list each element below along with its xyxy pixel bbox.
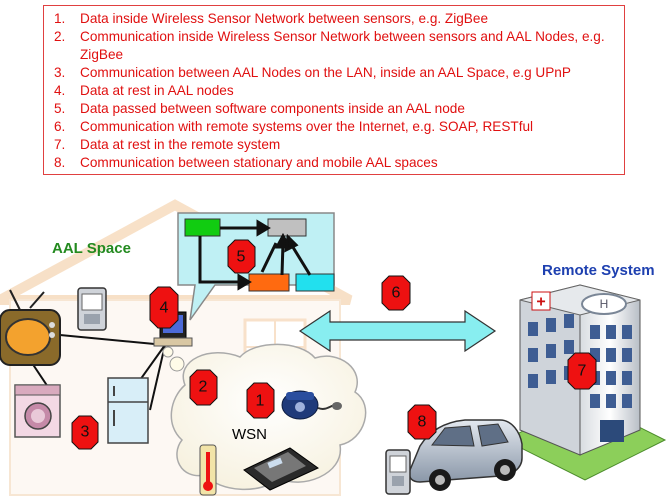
badge-2-number: 2 (199, 379, 208, 396)
badge-4: 4 (149, 286, 179, 329)
legend-number: 3. (54, 65, 66, 80)
badge-3: 3 (71, 415, 99, 450)
component-green (184, 218, 221, 237)
legend-text: Communication between AAL Nodes on the L… (80, 65, 571, 80)
thermometer-icon (199, 444, 217, 496)
badge-5-number: 5 (237, 249, 246, 266)
svg-text:+: + (536, 294, 545, 311)
tv-icon (0, 289, 61, 366)
washing-machine-icon (14, 384, 61, 438)
badge-8-number: 8 (418, 414, 427, 431)
badge-7: 7 (567, 352, 597, 390)
legend-box: 1. Data inside Wireless Sensor Network be… (43, 5, 625, 175)
fridge-icon (107, 377, 149, 444)
legend-item-6: 6. Communication with remote systems over… (54, 118, 616, 136)
component-cyan (295, 273, 335, 292)
legend-number: 2. (54, 29, 66, 44)
legend-number: 6. (54, 119, 66, 134)
legend-text: Data at rest in AAL nodes (80, 83, 234, 98)
remote-system-hospital-icon: H + (503, 284, 667, 481)
badge-7-number: 7 (578, 363, 587, 380)
wsn-label: WSN (232, 426, 267, 443)
legend-text: Communication between stationary and mob… (80, 155, 438, 170)
badge-3-number: 3 (81, 424, 90, 441)
legend-item-5: 5. Data passed between software component… (54, 100, 616, 118)
legend-number: 7. (54, 137, 66, 152)
legend-text: Data passed between software components … (80, 101, 465, 116)
legend-item-1: 1. Data inside Wireless Sensor Network be… (54, 10, 616, 28)
legend-item-8: 8. Communication between stationary and m… (54, 154, 616, 172)
badge-4-number: 4 (160, 300, 169, 317)
remote-system-label: Remote System (542, 262, 655, 279)
badge-5: 5 (227, 239, 256, 274)
legend-item-4: 4. Data at rest in AAL nodes (54, 82, 616, 100)
component-orange (248, 273, 290, 292)
software-components-callout (177, 212, 335, 321)
legend-list: 1. Data inside Wireless Sensor Network be… (54, 10, 616, 172)
car-icon (408, 419, 523, 491)
bathroom-scale-icon (243, 447, 319, 491)
internet-double-arrow (298, 309, 497, 353)
legend-item-7: 7. Data at rest in the remote system (54, 136, 616, 154)
legend-number: 5. (54, 101, 66, 116)
badge-1-number: 1 (256, 393, 265, 410)
legend-text: Communication inside Wireless Sensor Net… (80, 29, 605, 62)
legend-item-3: 3. Communication between AAL Nodes on the… (54, 64, 616, 82)
pda-icon (77, 287, 107, 331)
mobile-pda-icon (385, 449, 411, 495)
badge-1: 1 (246, 382, 275, 419)
cloud-connector-bubbles (162, 346, 185, 372)
badge-8: 8 (407, 404, 437, 440)
badge-6: 6 (381, 275, 411, 311)
legend-number: 8. (54, 155, 66, 170)
legend-text: Communication with remote systems over t… (80, 119, 534, 134)
legend-text: Data at rest in the remote system (80, 137, 281, 152)
legend-text: Data inside Wireless Sensor Network betw… (80, 11, 488, 26)
legend-item-2: 2. Communication inside Wireless Sensor N… (54, 28, 616, 64)
legend-number: 4. (54, 83, 66, 98)
badge-6-number: 6 (392, 285, 401, 302)
aal-space-label: AAL Space (52, 240, 131, 257)
telephone-icon (281, 390, 342, 420)
component-gray (267, 218, 307, 237)
svg-text:H: H (600, 297, 609, 311)
badge-2: 2 (189, 369, 218, 406)
legend-number: 1. (54, 11, 66, 26)
